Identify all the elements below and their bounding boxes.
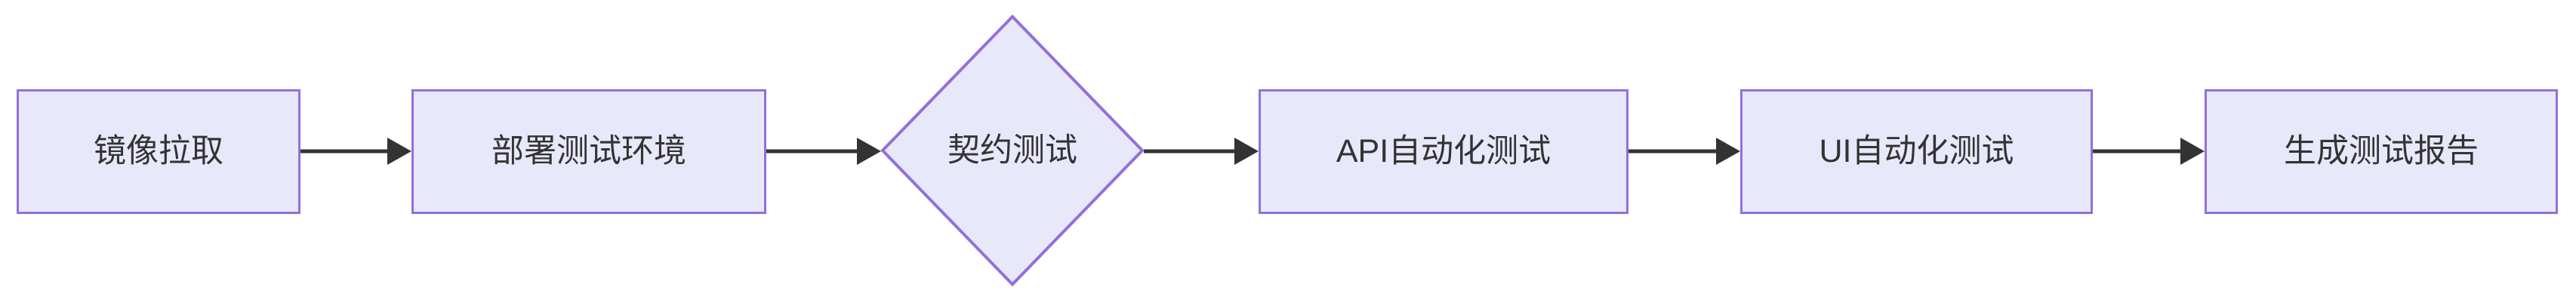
node-contract-test[interactable]: 契约测试 bbox=[880, 14, 1145, 287]
node-label: 镜像拉取 bbox=[94, 133, 223, 169]
node-deploy-test-env[interactable]: 部署测试环境 bbox=[411, 89, 766, 214]
edge-image-pull-to-deploy bbox=[300, 138, 411, 165]
edge-deploy-to-contract bbox=[766, 138, 881, 165]
diamond-label-wrapper: 契约测试 bbox=[881, 15, 1144, 286]
node-label: 部署测试环境 bbox=[491, 133, 686, 169]
node-api-automation-test[interactable]: API自动化测试 bbox=[1259, 89, 1628, 214]
node-label: 契约测试 bbox=[948, 132, 1077, 169]
node-label: API自动化测试 bbox=[1336, 133, 1551, 169]
node-label: UI自动化测试 bbox=[1819, 133, 2014, 169]
node-image-pull[interactable]: 镜像拉取 bbox=[17, 89, 300, 214]
edge-api-to-ui bbox=[1628, 138, 1740, 165]
node-ui-automation-test[interactable]: UI自动化测试 bbox=[1740, 89, 2093, 214]
edge-contract-to-api bbox=[1144, 138, 1259, 165]
node-label: 生成测试报告 bbox=[2284, 133, 2479, 169]
edge-ui-to-report bbox=[2093, 138, 2205, 165]
diamond-shape-icon bbox=[880, 14, 1145, 287]
node-generate-test-report[interactable]: 生成测试报告 bbox=[2205, 89, 2558, 214]
